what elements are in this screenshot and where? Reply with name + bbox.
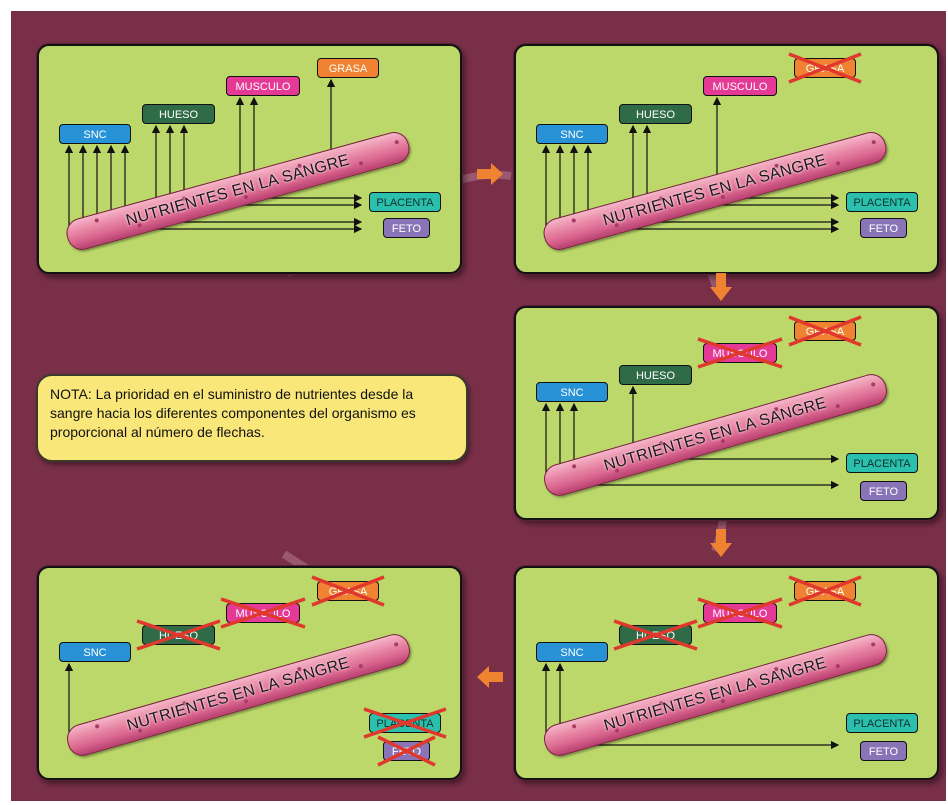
snc-label: SNC <box>536 124 608 144</box>
flow-arrow-left <box>477 666 503 688</box>
snc-label: SNC <box>536 382 608 402</box>
grasa-label: GRASA <box>794 321 856 341</box>
hueso-label: HUESO <box>142 104 215 124</box>
priority-note: NOTA: La prioridad en el suministro de n… <box>36 374 468 462</box>
placenta-label: PLACENTA <box>369 192 441 212</box>
grasa-label: GRASA <box>317 581 379 601</box>
snc-label: SNC <box>536 642 608 662</box>
snc-label: SNC <box>59 642 131 662</box>
flow-arrow-down-2 <box>710 529 732 557</box>
musculo-label: MUSCULO <box>703 343 777 363</box>
musculo-label: MUSCULO <box>703 603 777 623</box>
placenta-label: PLACENTA <box>846 713 918 733</box>
placenta-label: PLACENTA <box>846 453 918 473</box>
feto-label: FETO <box>860 218 907 238</box>
feto-label: FETO <box>383 741 430 761</box>
musculo-label: MUSCULO <box>226 603 300 623</box>
diagram-canvas: NOTA: La prioridad en el suministro de n… <box>11 11 946 801</box>
flow-arrow-right <box>477 163 503 185</box>
grasa-label: GRASA <box>794 581 856 601</box>
hueso-label: HUESO <box>619 365 692 385</box>
snc-label: SNC <box>59 124 131 144</box>
musculo-label: MUSCULO <box>226 76 300 96</box>
arrows-layer <box>64 662 74 741</box>
musculo-label: MUSCULO <box>703 76 777 96</box>
hueso-label: HUESO <box>142 625 215 645</box>
feto-label: FETO <box>383 218 430 238</box>
feto-label: FETO <box>860 481 907 501</box>
feto-label: FETO <box>860 741 907 761</box>
hueso-label: HUESO <box>619 104 692 124</box>
flow-arrow-down-1 <box>710 273 732 301</box>
placenta-label: PLACENTA <box>369 713 441 733</box>
hueso-label: HUESO <box>619 625 692 645</box>
placenta-label: PLACENTA <box>846 192 918 212</box>
grasa-label: GRASA <box>317 58 379 78</box>
grasa-label: GRASA <box>794 58 856 78</box>
